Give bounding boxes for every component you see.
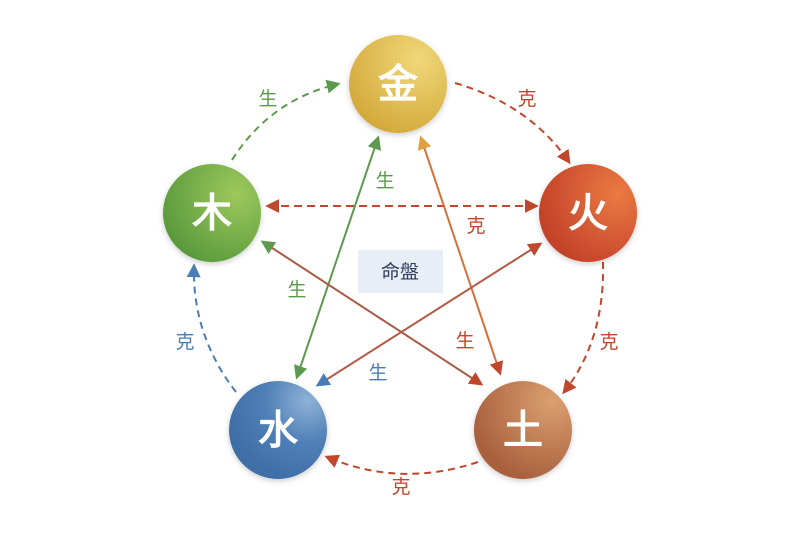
relation-label-metal-earth: 生: [455, 330, 474, 352]
node-earth: 土: [474, 381, 572, 479]
relation-label-earth-water: 克: [391, 476, 410, 498]
arrow-fire-to-earth: [562, 261, 605, 395]
arrow-earth-to-water: [324, 454, 479, 475]
relation-label-wood-metal: 生: [258, 88, 277, 110]
node-wood-label: 木: [192, 190, 232, 237]
relation-label-wood-fire: 克: [466, 215, 485, 237]
node-metal: 金: [349, 35, 447, 133]
node-water: 水: [229, 381, 327, 479]
node-fire: 火: [539, 164, 637, 262]
node-fire-label: 火: [568, 190, 608, 237]
arrow-water-to-wood: [186, 263, 237, 393]
relation-label-metal-fire: 克: [517, 88, 536, 110]
arrow-metal-to-fire: [454, 82, 571, 165]
arrow-fire-water: [315, 242, 543, 387]
node-metal-label: 金: [377, 61, 419, 108]
relation-label-water-wood: 克: [175, 331, 194, 353]
node-water-label: 水: [258, 407, 299, 454]
arrow-wood-to-metal: [231, 79, 341, 161]
relation-label-fire-water: 生: [368, 362, 387, 384]
center-box: [358, 250, 443, 293]
node-earth-label: 土: [503, 407, 543, 454]
relation-label-fire-earth: 克: [599, 331, 618, 353]
center-label: 命盤: [381, 261, 419, 283]
node-wood: 木: [163, 164, 261, 262]
relation-label-water-metal: 生: [375, 170, 394, 192]
relation-label-wood-earth: 生: [287, 279, 306, 301]
